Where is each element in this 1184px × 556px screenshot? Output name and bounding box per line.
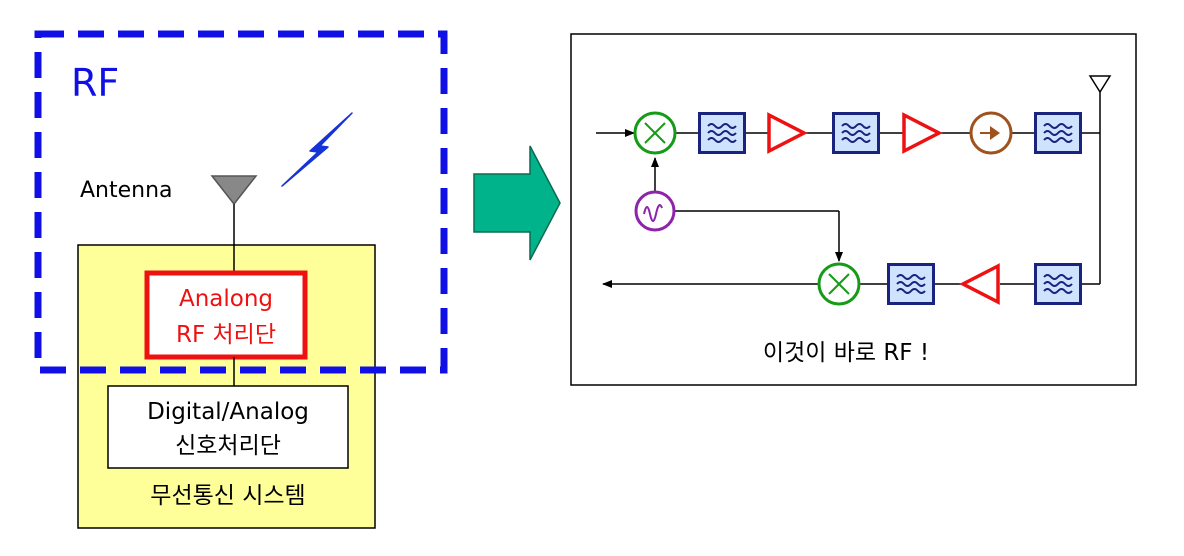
antenna-label: Antenna <box>80 178 173 203</box>
antenna-icon <box>210 175 258 273</box>
digital-analog-block <box>107 385 349 469</box>
bandpass-filter-icon <box>832 112 880 154</box>
oscillator-icon <box>634 190 676 232</box>
amplifier-icon <box>959 263 1000 305</box>
bandpass-filter-icon <box>1034 112 1082 154</box>
lightning-icon <box>281 112 353 187</box>
rf-chain-panel: 이것이 바로 RF ! <box>570 33 1137 386</box>
analog-rf-block <box>144 270 308 360</box>
rf-chain-caption: 이것이 바로 RF ! <box>763 340 929 366</box>
transition-arrow <box>473 145 561 261</box>
bandpass-filter-icon <box>887 263 935 305</box>
isolator-icon <box>969 111 1013 155</box>
signal-lines <box>596 92 1101 288</box>
antenna-icon <box>1088 75 1112 94</box>
wireless-system-label: 무선통신 시스템 <box>150 483 305 509</box>
left-panel: RF Antenna Analong RF 처리단 Digital/Analog… <box>34 30 448 529</box>
rf-label: RF <box>71 61 119 105</box>
analog-rf-label-line1: Analong <box>179 286 273 312</box>
amplifier-icon <box>767 112 808 154</box>
bandpass-filter-icon <box>698 112 746 154</box>
mixer-icon <box>633 111 677 155</box>
bandpass-filter-icon <box>1034 263 1082 305</box>
digital-analog-label-line2: 신호처리단 <box>175 433 281 459</box>
rf-boundary <box>34 30 448 374</box>
amplifier-icon <box>902 112 943 154</box>
mixer-icon <box>817 262 861 306</box>
digital-analog-label-line1: Digital/Analog <box>147 399 309 425</box>
analog-rf-label-line2: RF 처리단 <box>176 322 276 348</box>
